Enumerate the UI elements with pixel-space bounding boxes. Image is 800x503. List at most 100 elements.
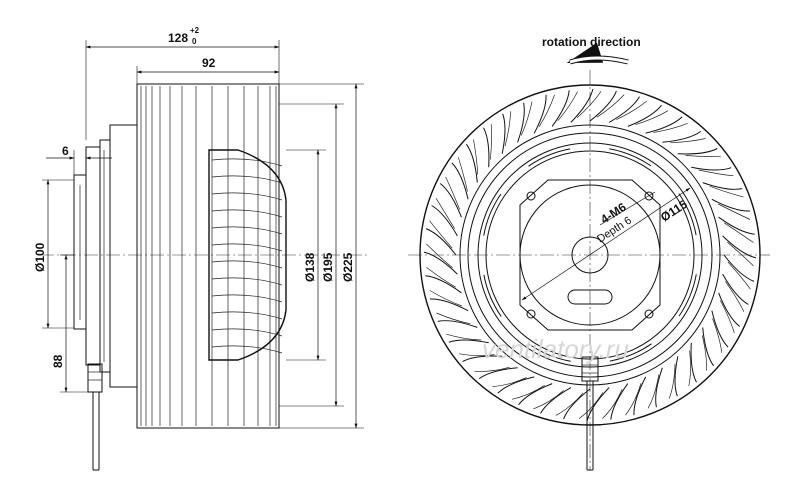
mounting-hole (644, 309, 654, 319)
impeller-blade (608, 96, 640, 123)
impeller-blade (478, 367, 518, 380)
impeller-blade (501, 113, 506, 154)
motor-flange-rim (477, 142, 703, 368)
impeller-blade (563, 388, 591, 420)
impeller-blade-edge (429, 290, 462, 307)
impeller-blade-edge (635, 110, 669, 126)
dim-mid-diameter-label: Ø195 (321, 252, 335, 282)
impeller-blade (425, 275, 462, 294)
impeller-blade (711, 198, 751, 212)
flange-boss (73, 174, 87, 330)
impeller-blade-edge (457, 157, 468, 192)
impeller-blade (439, 183, 462, 218)
impeller-blade-edge (511, 385, 545, 400)
impeller-blade (465, 143, 478, 183)
side-view: 128 +2 0 92 6 Ø100 88 Ø138 Ø195 (33, 26, 370, 471)
inlet-cone-ribs (211, 158, 283, 354)
bolt-circle-label: Ø115 (658, 197, 690, 225)
impeller-blade-edge (436, 312, 471, 325)
inlet-cone (208, 149, 287, 361)
impeller-blade (448, 339, 489, 344)
cone-rib (211, 209, 283, 218)
dim-flange-diameter-label: Ø100 (33, 242, 47, 272)
impeller-blade (517, 102, 525, 143)
impeller-blade-edge (647, 374, 660, 409)
impeller-blade (690, 342, 697, 383)
impeller-blade-edge (557, 91, 578, 122)
impeller-blade-edge (709, 185, 744, 198)
impeller-blade (674, 356, 679, 397)
impeller-blade-edge (727, 241, 754, 267)
impeller-blade-edge (670, 138, 706, 144)
impeller-blade-edge (426, 267, 456, 288)
impeller-blade-edge (435, 198, 455, 229)
impeller-blade (610, 383, 629, 420)
impeller-blade (723, 254, 755, 282)
cone-rib (211, 192, 283, 201)
impeller-blade-edge (596, 94, 625, 118)
impeller-blades (423, 88, 757, 422)
dim-impeller-width-label: 92 (202, 56, 216, 70)
impeller-blade-edge (653, 122, 688, 133)
dim-overall-width-tol-upper: +2 (190, 26, 200, 35)
impeller-blade (540, 387, 572, 414)
impeller-inner-ring (459, 124, 721, 386)
impeller-blade-edge (492, 377, 527, 388)
flange-step (99, 139, 111, 373)
impeller-blade-edge (718, 203, 751, 220)
impeller-blade-edge (725, 281, 745, 312)
impeller-blade (645, 116, 683, 134)
dim-bolt-circle (521, 187, 691, 301)
dim-cable-offset-label: 88 (51, 354, 65, 368)
cable-gland (87, 363, 103, 393)
impeller-blade-edge (719, 300, 735, 334)
rim-slot (528, 148, 571, 167)
impeller-blade-edge (555, 392, 584, 416)
dim-inlet-diameter-label: Ø138 (303, 252, 317, 282)
cone-rib (211, 345, 283, 354)
impeller-blade (586, 387, 610, 422)
rotation-direction-label: rotation direction (542, 35, 641, 49)
impeller-blade-edge (520, 101, 533, 136)
dim-flange-thickness-label: 6 (62, 144, 69, 158)
impeller-blade-edge (698, 169, 734, 177)
impeller-blade (451, 162, 469, 200)
impeller-blade-edge (668, 363, 676, 399)
impeller-blade (462, 355, 503, 362)
mounting-flange (85, 146, 101, 366)
rim-slot (609, 148, 652, 167)
dim-outer-diameter-label: Ø225 (341, 252, 355, 282)
impeller-blade-edge (426, 243, 453, 269)
impeller-blade-edge (490, 124, 492, 160)
dim-overall-width-tol-lower: 0 (192, 37, 197, 46)
impeller-blade-lines (140, 86, 277, 426)
rim-slot (483, 193, 502, 236)
impeller-blade-edge (602, 389, 623, 419)
impeller-blade (691, 166, 732, 171)
impeller-blade (425, 228, 457, 256)
cone-rib (211, 175, 283, 184)
impeller-blade (627, 104, 662, 127)
impeller-blade (423, 251, 458, 275)
impeller-blade (497, 376, 535, 394)
rim-slot (528, 343, 571, 362)
mounting-hole (526, 309, 536, 319)
cone-rib (211, 158, 283, 167)
impeller-blade-edge (504, 111, 512, 147)
rim-slot (609, 343, 652, 362)
impeller-blade-edge (685, 155, 721, 157)
impeller-blade-edge (445, 176, 461, 210)
cone-rib (211, 260, 283, 269)
impeller-blade (437, 320, 478, 328)
impeller-blade (718, 292, 741, 327)
impeller-blade (570, 88, 594, 123)
impeller-blade-edge (616, 100, 647, 120)
impeller-blade-edge (701, 335, 707, 371)
impeller-blade (677, 148, 718, 155)
cone-rib (211, 328, 283, 337)
impeller-blade-edge (724, 222, 754, 243)
impeller-blade (483, 127, 490, 168)
cone-rib (211, 226, 283, 235)
impeller-blade (722, 235, 757, 259)
